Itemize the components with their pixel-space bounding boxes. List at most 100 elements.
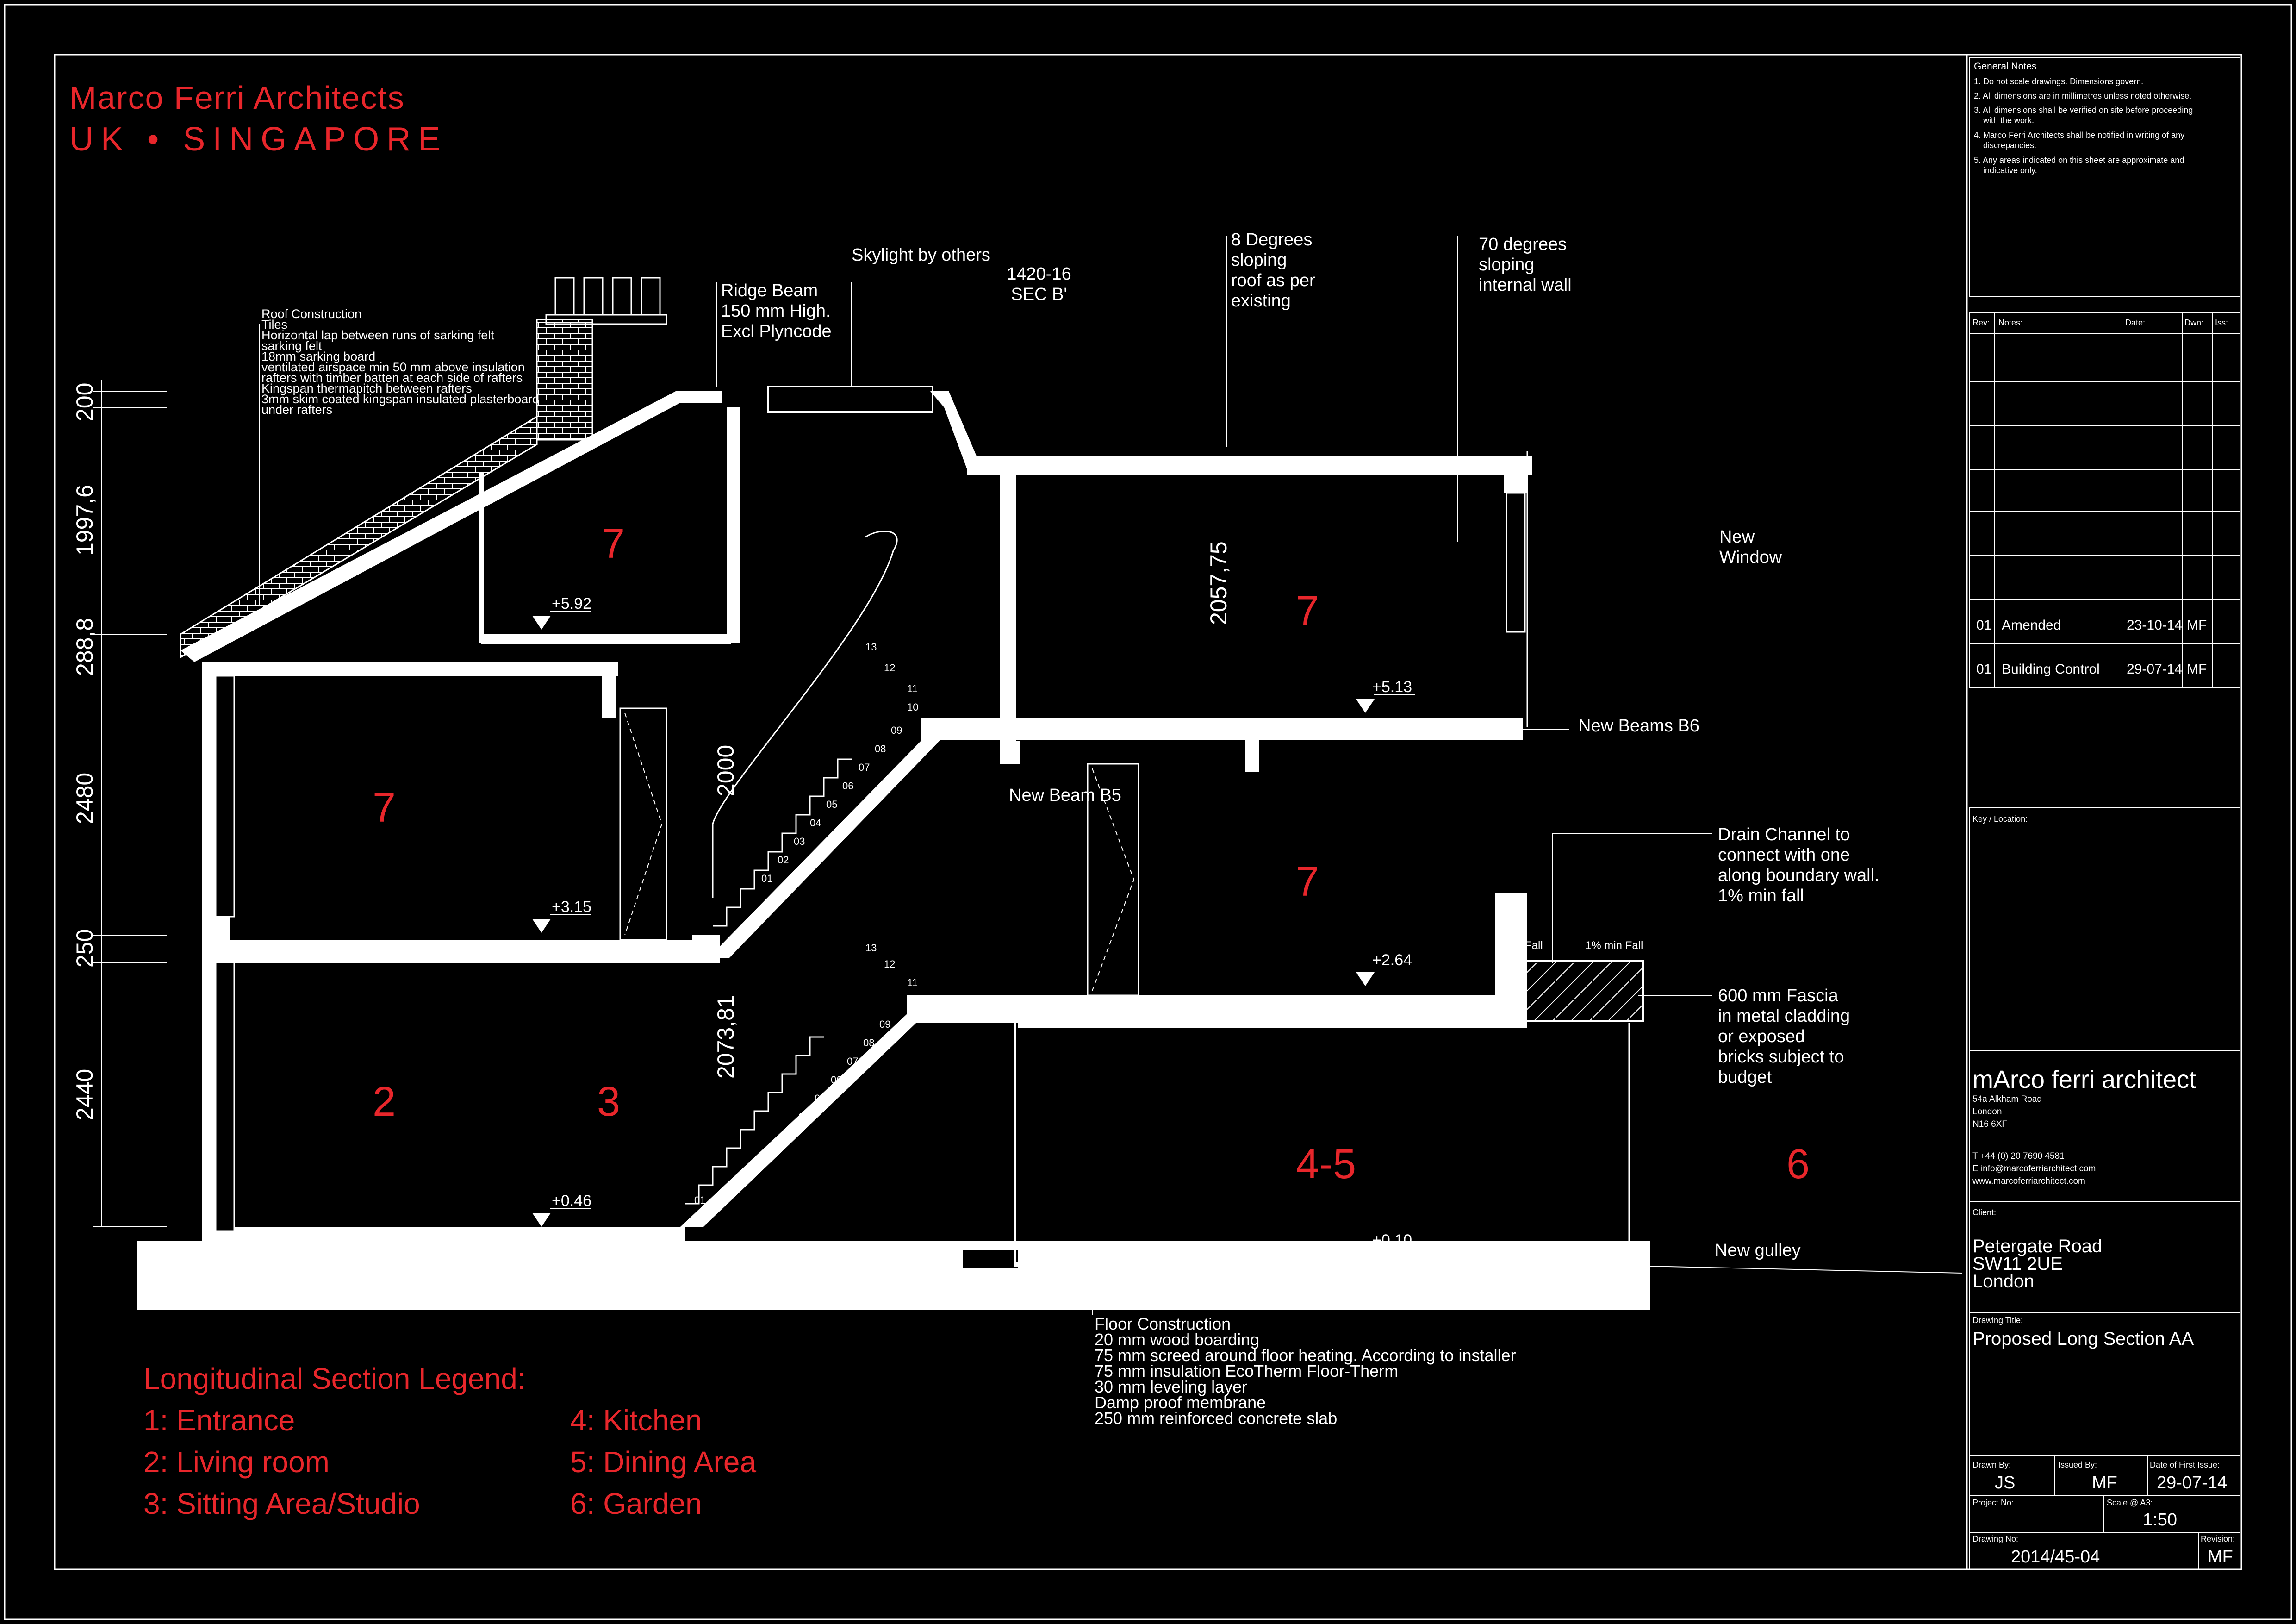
- new-gulley-label: New gulley: [1715, 1241, 1801, 1260]
- svg-text:Notes:: Notes:: [1998, 318, 2022, 327]
- svg-text:indicative only.: indicative only.: [1983, 166, 2037, 175]
- roof-rafter: [180, 391, 722, 662]
- legend-item: 4: Kitchen: [570, 1404, 702, 1437]
- svg-text:75 mm screed around floor heat: 75 mm screed around floor heating. Accor…: [1095, 1346, 1516, 1365]
- left-dimension-chain: [93, 380, 167, 1227]
- dim-200: 200: [72, 383, 98, 421]
- fall-label: Fall: [1525, 939, 1543, 952]
- revision-value: MF: [2208, 1547, 2233, 1567]
- firm-name: Marco Ferri Architects: [69, 80, 405, 116]
- room-numbers: 7 7 7 7 2 3 4-5 6: [373, 521, 1810, 1187]
- svg-text:SEC B': SEC B': [1011, 285, 1067, 304]
- chimney-pots: [545, 277, 667, 325]
- svg-text:N16 6XF: N16 6XF: [1972, 1119, 2007, 1129]
- drain-label: Drain Channel to: [1718, 825, 1850, 844]
- level-markers: [532, 611, 1415, 1266]
- room-kitchen: 4-5: [1296, 1141, 1356, 1187]
- handrail: [712, 531, 898, 898]
- lower-stair: [680, 1014, 926, 1227]
- svg-text:under rafters: under rafters: [261, 403, 332, 417]
- extension-roof: [967, 456, 1532, 475]
- upper-stair-steps: [713, 758, 852, 927]
- svg-text:06: 06: [831, 1074, 842, 1086]
- svg-text:with the work.: with the work.: [1983, 116, 2034, 125]
- client-label: Client:: [1972, 1208, 1996, 1217]
- issued-by: MF: [2092, 1473, 2117, 1493]
- svg-text:08: 08: [863, 1037, 874, 1049]
- annotations: Ridge Beam 150 mm High. Excl Plyncode Sk…: [721, 230, 1879, 1260]
- svg-text:09: 09: [879, 1018, 890, 1030]
- svg-text:SW11 2UE: SW11 2UE: [1972, 1254, 2063, 1274]
- svg-text:2. All dimensions are in milli: 2. All dimensions are in millimetres unl…: [1974, 91, 2191, 100]
- svg-text:30 mm leveling layer: 30 mm leveling layer: [1095, 1377, 1247, 1396]
- svg-text:internal wall: internal wall: [1479, 275, 1572, 295]
- dim-1997: 1997,6: [72, 485, 98, 556]
- key-location-label: Key / Location:: [1972, 814, 2028, 824]
- revision-table: [1969, 312, 2240, 688]
- level-315: +3.15: [552, 898, 591, 916]
- svg-text:Date:: Date:: [2125, 318, 2145, 327]
- drawing-title-label: Drawing Title:: [1972, 1316, 2023, 1325]
- section-ref: 1420-16: [1007, 264, 1071, 284]
- dim-250: 250: [72, 929, 98, 968]
- svg-text:3mm skim coated kingspan insul: 3mm skim coated kingspan insulated plast…: [261, 392, 539, 406]
- drawing-title: Proposed Long Section AA: [1972, 1329, 2194, 1349]
- svg-text:London: London: [1972, 1107, 2002, 1117]
- general-notes-title: General Notes: [1974, 61, 2036, 72]
- room-garden: 6: [1786, 1141, 1810, 1187]
- room-living: 2: [373, 1079, 396, 1125]
- rev-date: 23-10-14: [2127, 618, 2182, 633]
- room-first-left: 7: [373, 785, 396, 831]
- svg-text:12: 12: [884, 958, 895, 970]
- rev-note: Amended: [2002, 618, 2061, 633]
- dim-288: 288,8: [72, 618, 98, 676]
- svg-text:75 mm insulation EcoTherm Floo: 75 mm insulation EcoTherm Floor-Therm: [1095, 1362, 1398, 1380]
- level-labels: +5.92 +5.13 +3.15 +2.64 +0.46 +0.10: [552, 595, 1412, 1249]
- svg-text:London: London: [1972, 1271, 2034, 1292]
- new-window-label: New: [1719, 527, 1755, 547]
- first-floor-slab: [202, 662, 618, 676]
- svg-text:07: 07: [847, 1056, 858, 1067]
- svg-text:Excl Plyncode: Excl Plyncode: [721, 322, 832, 341]
- svg-text:1% min fall: 1% min fall: [1718, 886, 1804, 906]
- svg-text:sloping: sloping: [1479, 255, 1534, 275]
- svg-text:Revision:: Revision:: [2201, 1534, 2235, 1543]
- svg-text:05: 05: [815, 1093, 826, 1104]
- svg-text:budget: budget: [1718, 1068, 1772, 1087]
- new-beam-b5-label: New Beam B5: [1009, 786, 1121, 805]
- min-fall-label: 1% min Fall: [1585, 939, 1643, 952]
- svg-text:Drawing No:: Drawing No:: [1972, 1534, 2018, 1543]
- level-513: +5.13: [1372, 678, 1412, 696]
- rev-number: 01: [1976, 618, 1991, 633]
- svg-text:existing: existing: [1231, 291, 1291, 311]
- firm-locations: UK • SINGAPORE: [69, 121, 448, 158]
- svg-text:5. Any areas indicated on this: 5. Any areas indicated on this sheet are…: [1974, 156, 2184, 165]
- svg-text:Roof Construction: Roof Construction: [261, 307, 361, 321]
- legend-item: 2: Living room: [143, 1445, 330, 1479]
- svg-text:sloping: sloping: [1231, 250, 1287, 270]
- svg-text:07: 07: [859, 762, 870, 773]
- svg-text:Tiles: Tiles: [261, 318, 287, 331]
- svg-text:4. Marco Ferri Architects shal: 4. Marco Ferri Architects shall be notif…: [1974, 131, 2184, 140]
- skylight-label: Skylight by others: [852, 245, 990, 265]
- svg-text:Horizontal lap between runs of: Horizontal lap between runs of sarking f…: [261, 328, 494, 342]
- dim-2440: 2440: [72, 1069, 98, 1120]
- svg-text:10: 10: [907, 995, 918, 1007]
- legend-title: Longitudinal Section Legend:: [143, 1362, 526, 1395]
- svg-text:11: 11: [907, 977, 918, 988]
- wall-70deg-label: 70 degrees: [1479, 235, 1567, 254]
- stair-step-numbers: 13 12 11 10 09 08 07 06 05 04 03 02 01 1…: [694, 641, 918, 1206]
- svg-text:04: 04: [798, 1111, 809, 1123]
- svg-text:bricks subject to: bricks subject to: [1718, 1047, 1844, 1067]
- svg-text:05: 05: [826, 799, 837, 810]
- level-046: +0.46: [552, 1192, 591, 1210]
- svg-text:10: 10: [907, 701, 918, 713]
- svg-text:Drawn By:: Drawn By:: [1972, 1460, 2011, 1469]
- level-264: +2.64: [1372, 951, 1412, 969]
- rev-date: 29-07-14: [2127, 662, 2182, 677]
- svg-text:13: 13: [865, 942, 877, 954]
- svg-text:Kingspan thermapitch between r: Kingspan thermapitch between rafters: [261, 381, 472, 395]
- svg-text:sarking felt: sarking felt: [261, 339, 322, 353]
- legend-item: 5: Dining Area: [570, 1445, 756, 1479]
